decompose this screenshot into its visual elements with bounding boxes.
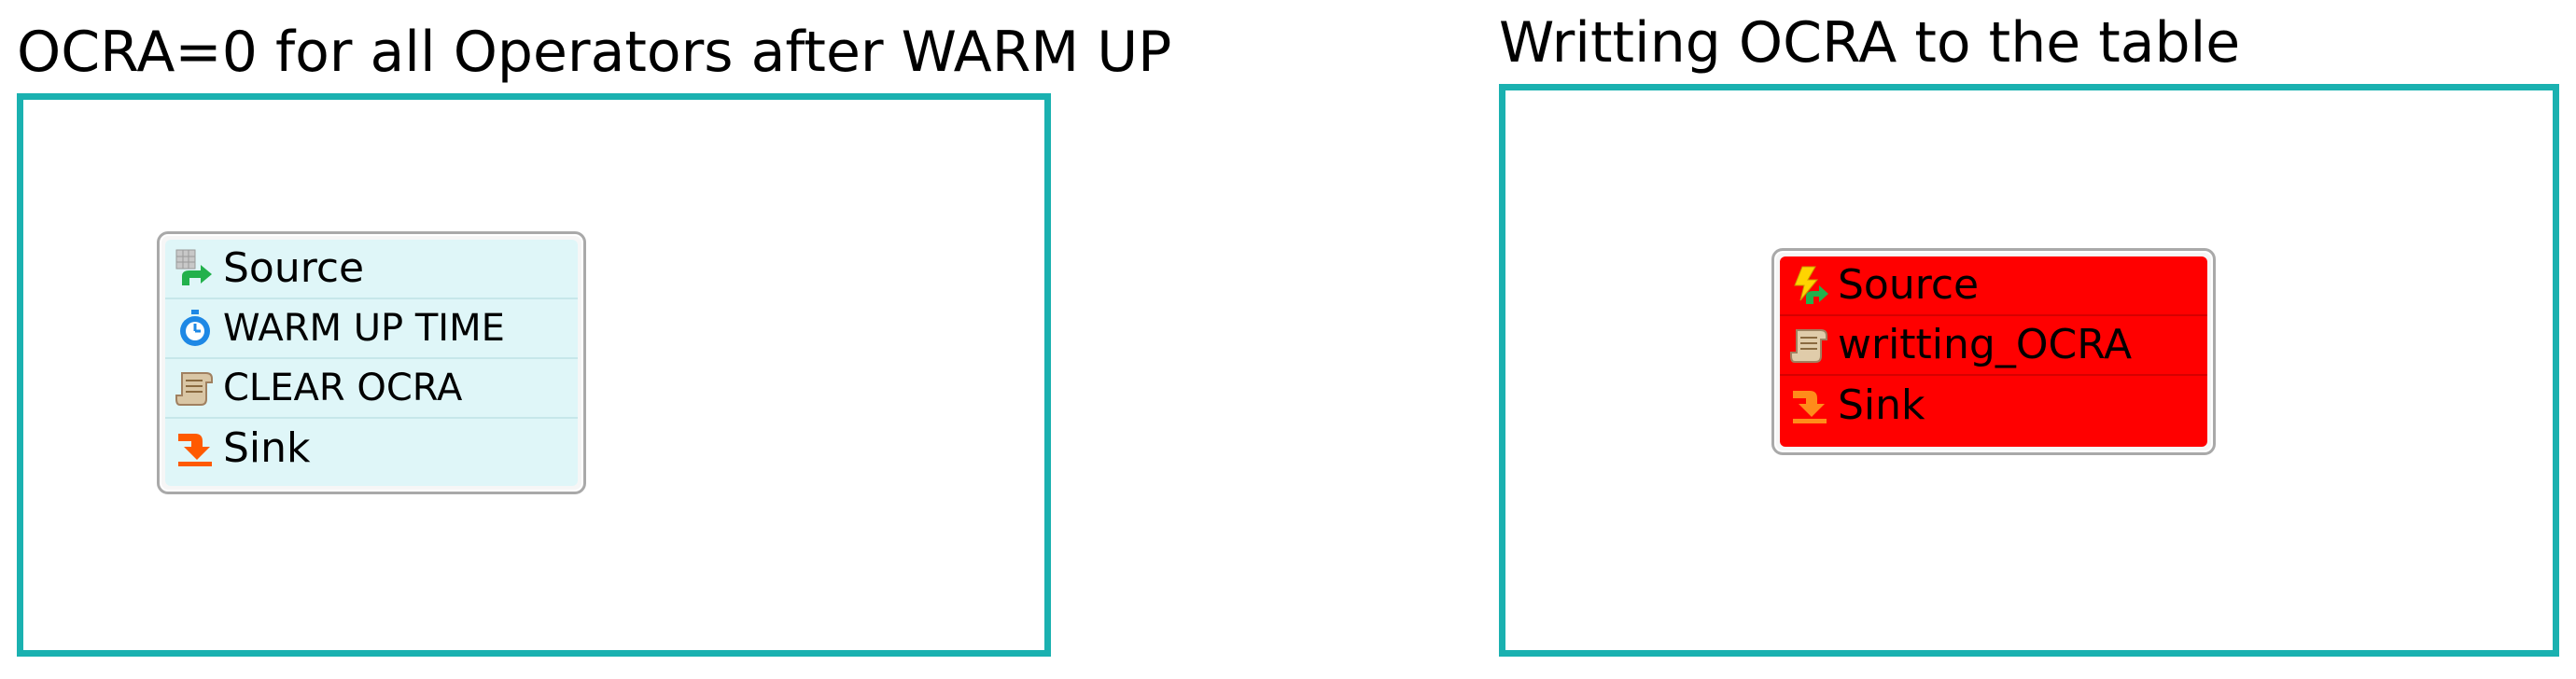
stopwatch-icon [180, 310, 210, 346]
operator-block-left[interactable]: Source WARM UP TIME CLEAR OCRA [157, 231, 586, 494]
operator-label: Source [223, 244, 365, 292]
source-arrow-icon [175, 249, 212, 285]
panel-title-right: Writting OCRA to the table [1499, 10, 2241, 76]
operator-row-source[interactable]: Source [1780, 256, 2207, 316]
operator-label: Sink [1838, 381, 1925, 429]
operator-label: Sink [223, 424, 311, 472]
script-scroll-icon [175, 372, 213, 406]
operator-row-sink[interactable]: Sink [1780, 376, 2207, 436]
sink-arrow-icon [178, 434, 212, 466]
operator-list-right: Source writting_OCRA Sink [1780, 256, 2207, 447]
operator-row-sink[interactable]: Sink [165, 419, 578, 478]
operator-label: CLEAR OCRA [223, 367, 463, 409]
script-scroll-icon [1790, 329, 1827, 363]
lightning-source-icon [1794, 266, 1828, 304]
operator-list-left: Source WARM UP TIME CLEAR OCRA [165, 240, 578, 486]
operator-label: writting_OCRA [1838, 321, 2133, 368]
operator-label: WARM UP TIME [223, 307, 505, 350]
operator-label: Source [1838, 261, 1980, 309]
sink-arrow-icon [1793, 391, 1827, 423]
operator-row-writting-ocra[interactable]: writting_OCRA [1780, 316, 2207, 376]
operator-row-source[interactable]: Source [165, 240, 578, 299]
operator-block-right[interactable]: Source writting_OCRA Sink [1771, 248, 2216, 455]
panel-title-left: OCRA=0 for all Operators after WARM UP [17, 20, 1172, 85]
operator-row-warm-up-time[interactable]: WARM UP TIME [165, 299, 578, 359]
operator-row-clear-ocra[interactable]: CLEAR OCRA [165, 359, 578, 419]
